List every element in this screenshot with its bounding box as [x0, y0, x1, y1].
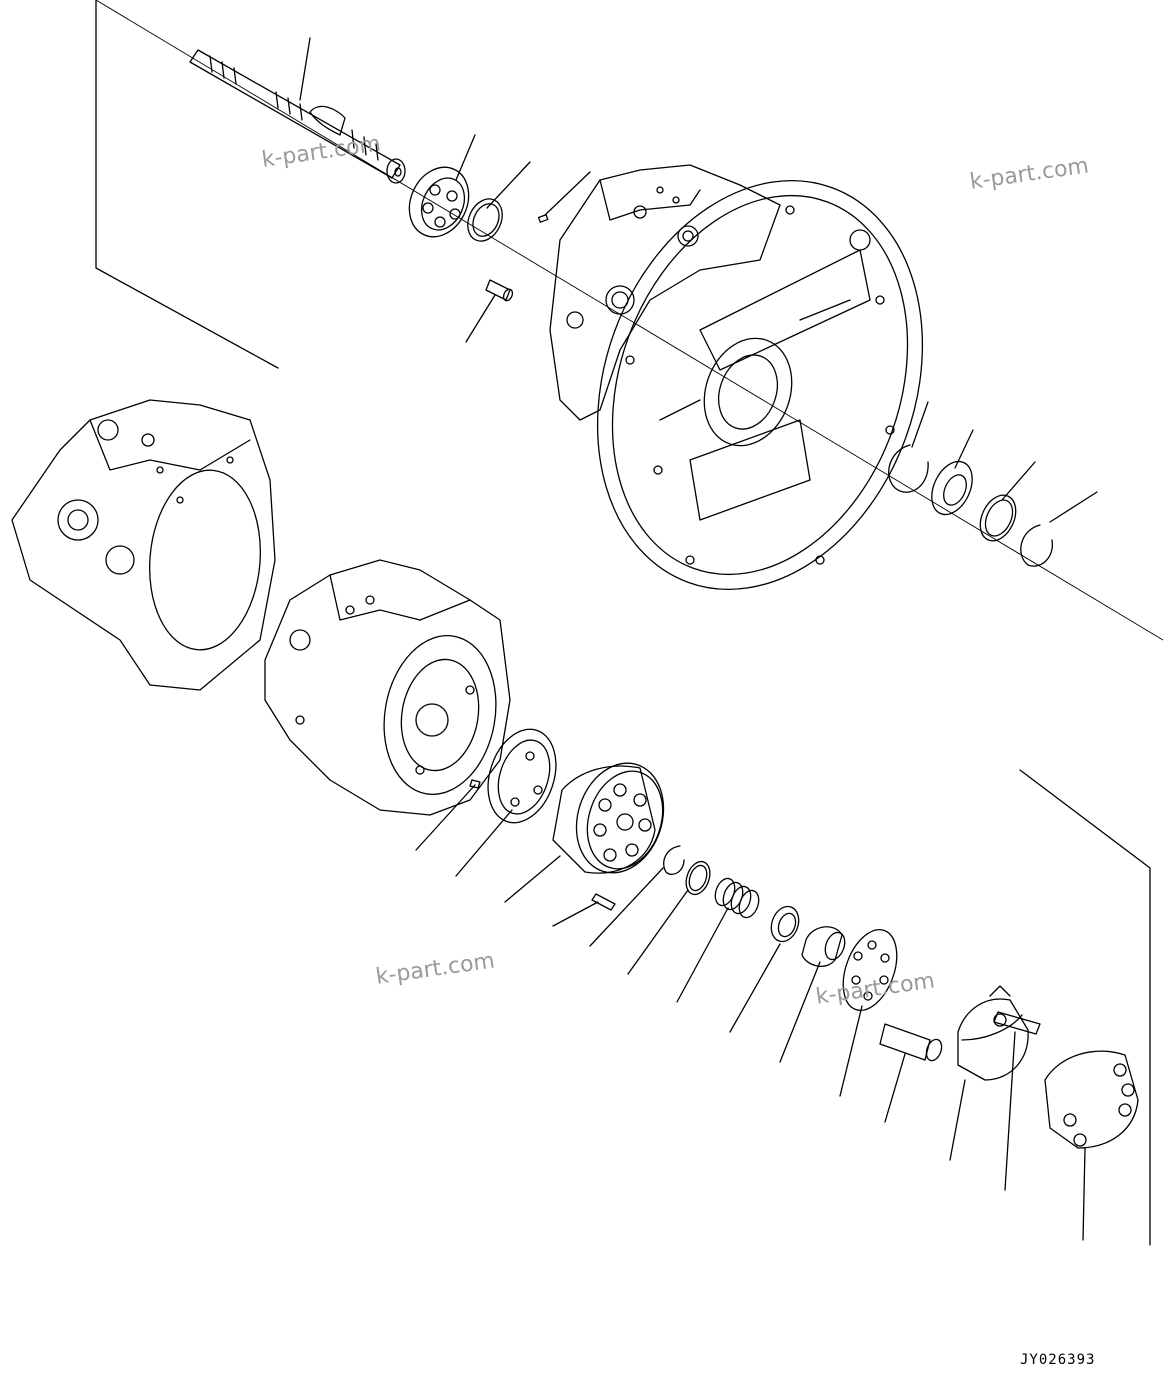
valve-plate [487, 728, 557, 824]
snap-ring-a [663, 845, 685, 875]
bearing [408, 166, 470, 238]
bolt [993, 1011, 1041, 1035]
snap-ring-right [888, 444, 929, 493]
ring-b [685, 860, 711, 896]
spring [714, 877, 760, 919]
housing-left-back [11, 399, 276, 691]
pump-housing [549, 164, 924, 590]
dowel-pin [485, 279, 514, 302]
cylinder-block [552, 762, 665, 874]
swash-plate [957, 985, 1029, 1081]
drive-shaft [189, 49, 406, 184]
retainer-plate [842, 929, 898, 1011]
key [537, 214, 549, 223]
washer-right [979, 494, 1017, 542]
bushing [801, 926, 846, 967]
bearing-right [931, 460, 973, 516]
snap-ring-outer [1020, 524, 1053, 567]
cradle [1044, 1050, 1139, 1149]
drawing-code: JY026393 [1020, 1352, 1096, 1368]
pin-b [591, 893, 616, 911]
collar [770, 905, 800, 943]
pin-a [469, 779, 481, 789]
frame-lines [95, 0, 1163, 1246]
leader-lines [299, 37, 1098, 1241]
piston-rod [879, 1023, 943, 1062]
housing-center [264, 559, 511, 816]
